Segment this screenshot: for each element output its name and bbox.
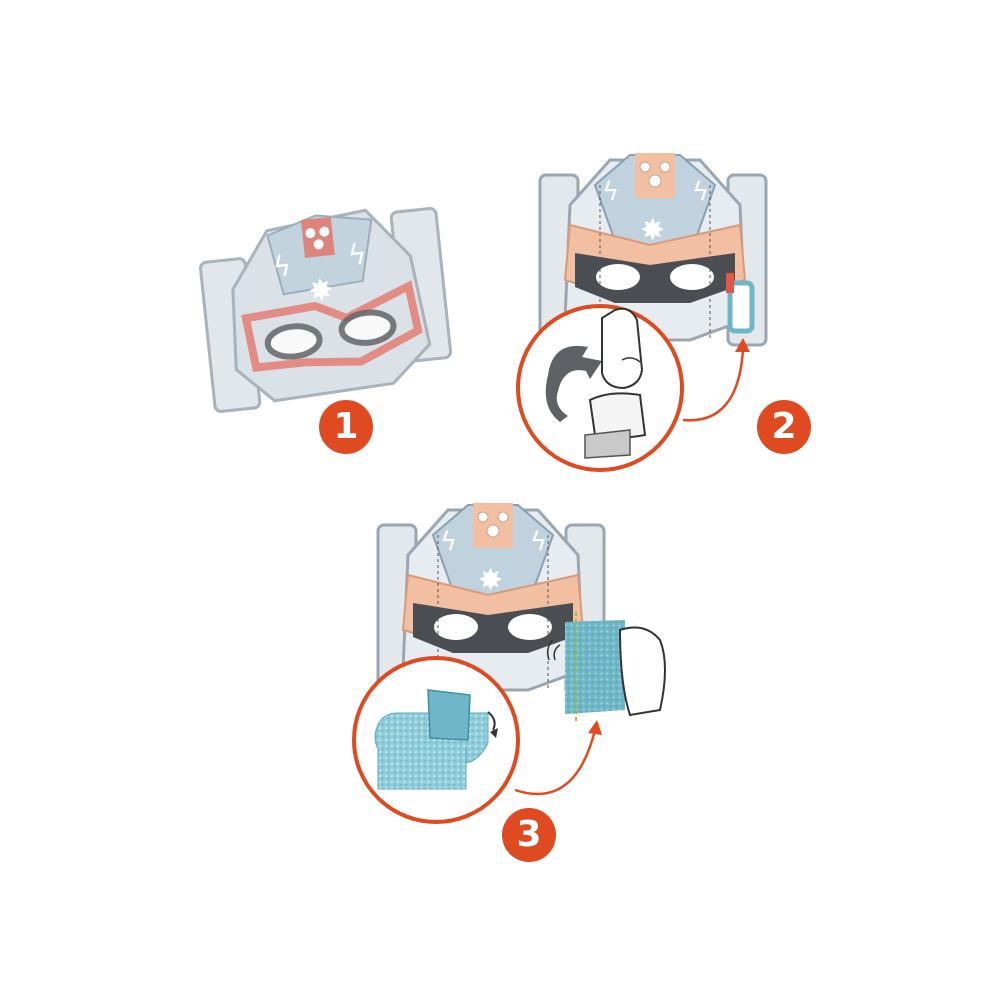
- mask-nose-badge: [300, 216, 335, 258]
- mask-peach-band: [401, 573, 585, 646]
- mask-rivet: [648, 174, 662, 188]
- mask-right-eye: [508, 614, 552, 640]
- mask-top-panel: [593, 154, 717, 256]
- pointer-arrow: [514, 729, 597, 796]
- mask-body: [231, 208, 432, 403]
- mask-nose-badge: [635, 153, 675, 198]
- step-number-badge: 1: [319, 400, 373, 454]
- mask-rivet: [477, 511, 489, 523]
- lightning-icon: ϟ: [530, 527, 547, 557]
- mask-right-eye: [338, 309, 397, 346]
- mask-rivet: [305, 228, 316, 239]
- mask-left-eye: [434, 614, 478, 640]
- mask-body: [401, 508, 585, 692]
- apply-glitter-icon: [546, 612, 666, 722]
- arrow-head-icon: [588, 720, 602, 735]
- lightning-icon: ϟ: [440, 527, 457, 557]
- step-number-badge: 2: [757, 400, 811, 454]
- mask-dark-band: [413, 603, 573, 653]
- pointer-arrow: [682, 349, 745, 422]
- mask-body: [563, 158, 747, 342]
- lightning-icon: ϟ: [692, 177, 709, 207]
- detail-zoom-circle: [352, 656, 520, 824]
- lightning-icon: ϟ: [271, 249, 293, 284]
- arrow-head-icon: [735, 338, 750, 352]
- star-burst-icon: ✸: [307, 272, 336, 309]
- mask-left-eye: [596, 264, 640, 290]
- peel-sticker-icon: [545, 307, 647, 459]
- detail-zoom-circle: [516, 304, 684, 472]
- mask-rivet: [486, 524, 500, 538]
- mask-peach-band: [563, 223, 747, 296]
- mask-right-ear: [564, 523, 606, 697]
- lightning-icon: ϟ: [346, 237, 368, 272]
- mask-top-panel: [266, 214, 373, 296]
- mask-rivet: [659, 161, 671, 173]
- mask-right-ear: [389, 207, 453, 363]
- mask-red-band: [241, 280, 423, 372]
- mask-rivet: [319, 226, 330, 237]
- mask-dark-band: [575, 253, 735, 303]
- mask-rivet: [639, 161, 651, 173]
- step-number-badge: 3: [502, 808, 556, 862]
- mask-left-eye: [264, 323, 323, 360]
- mask-right-eye: [670, 264, 714, 290]
- mask-left-ear: [376, 523, 418, 697]
- mask-left-ear: [538, 173, 580, 347]
- sticker-tab-highlight: [727, 280, 755, 334]
- mask-rivet: [497, 511, 509, 523]
- mask-left-ear: [199, 257, 262, 413]
- mask-nose-badge: [473, 503, 513, 548]
- lightning-icon: ϟ: [602, 177, 619, 207]
- star-burst-icon: ✸: [478, 563, 503, 598]
- mask-rivet: [313, 239, 324, 250]
- mask-top-panel: [431, 504, 555, 606]
- star-burst-icon: ✸: [640, 213, 665, 248]
- mask-right-ear: [726, 173, 768, 347]
- peel-glitter-sheet-icon: [374, 689, 498, 790]
